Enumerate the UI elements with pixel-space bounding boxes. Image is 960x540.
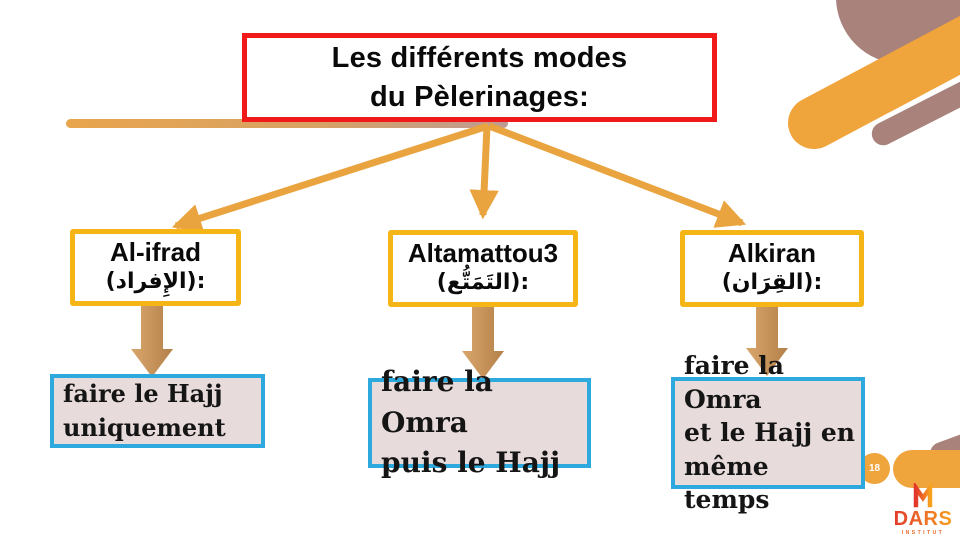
description-line: faire le Hajj bbox=[63, 378, 223, 408]
mode-arabic-label: (التَمَتُّع): bbox=[436, 270, 530, 296]
arrow-title-to-mode-3 bbox=[487, 122, 747, 228]
dars-logo-icon bbox=[905, 483, 933, 509]
mode-name: Altamattou3 bbox=[407, 238, 559, 269]
description-line: puis le Hajj bbox=[381, 446, 561, 480]
description-line: uniquement bbox=[63, 413, 226, 442]
mode-name: Alkiran bbox=[727, 238, 817, 269]
block-arrow-1 bbox=[131, 303, 173, 377]
description-line: faire la Omra bbox=[684, 351, 784, 414]
mode-arabic-label: (القِرَان): bbox=[721, 270, 823, 296]
description-box-tamattou: faire la Omra puis le Hajj bbox=[368, 365, 591, 479]
dars-logo-subtitle: INSTITUT bbox=[901, 530, 945, 536]
mode-name: Al-ifrad bbox=[110, 237, 201, 268]
description-box-ifrad: faire le Hajj uniquement bbox=[50, 374, 265, 448]
description-line: faire la Omra bbox=[381, 365, 493, 439]
description-line: même temps bbox=[684, 451, 770, 515]
dars-logo: DARS INSTITUT bbox=[892, 483, 954, 536]
mode-arabic-label: (الإِفراد): bbox=[105, 269, 206, 295]
page-number: 18 bbox=[868, 463, 881, 474]
decorative-orange-bar-bottom bbox=[893, 450, 960, 488]
description-line: et le Hajj en bbox=[684, 418, 855, 448]
description-box-kiran: faire la Omra et le Hajj en même temps bbox=[671, 351, 865, 514]
mode-box-al-ifrad: Al-ifrad (الإِفراد): bbox=[70, 229, 241, 306]
title-line-1: Les différents modes bbox=[331, 42, 628, 75]
mode-box-altamattou3: Altamattou3 (التَمَتُّع): bbox=[388, 230, 578, 307]
arrow-title-to-mode-1 bbox=[171, 122, 490, 233]
arrow-title-to-mode-2 bbox=[469, 125, 499, 220]
title-line-2: du Pèlerinages: bbox=[370, 80, 589, 113]
title-box: Les différents modes du Pèlerinages: bbox=[242, 33, 717, 122]
dars-logo-title: DARS bbox=[893, 508, 953, 530]
mode-box-alkiran: Alkiran (القِرَان): bbox=[680, 230, 864, 307]
